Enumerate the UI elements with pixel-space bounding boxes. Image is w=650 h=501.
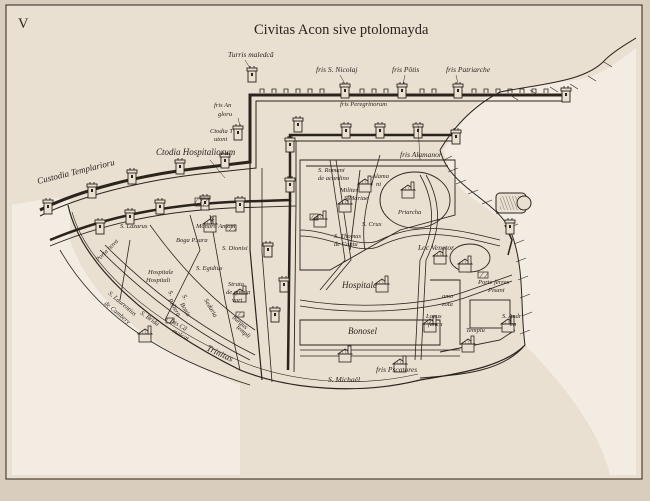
- label-s-lazarus: S. Lazarus: [120, 223, 148, 230]
- label-s-romani: S. Romani: [318, 167, 345, 174]
- label-porte-ferres-2: Pisani: [487, 287, 505, 294]
- label-de-cantuaria: de Cantu: [334, 241, 358, 248]
- label-fris-angloru-2: gloru: [218, 111, 233, 118]
- label-amo-zota-2: zota: [441, 301, 453, 308]
- plate-number: V: [18, 16, 29, 32]
- label-s-dionisi: S. Dionisi: [222, 245, 248, 252]
- label-templu: Templu: [466, 327, 486, 334]
- label-strata-2: de quinta: [226, 289, 250, 296]
- label-fris-alamanor: fris Alamanor: [400, 150, 442, 159]
- map-title: Civitas Acon sive ptolomayda: [254, 22, 429, 38]
- label-strata-1: Strata: [228, 281, 244, 288]
- label-s-andrea-1: S. Andr: [502, 313, 522, 320]
- harbor-tower: [495, 192, 532, 214]
- label-patriarcha: Priarcha: [397, 209, 421, 216]
- label-porte-ferres-1: Porte ferres: [477, 279, 509, 286]
- label-fris-s-nicolai: fris S. Nicolaj: [316, 65, 357, 74]
- label-hospitale-s-2: Hospitali: [145, 277, 170, 284]
- label-boga-p-sara: Boga P.sara: [176, 237, 208, 244]
- label-alama: Alama: [371, 173, 389, 180]
- sea: [12, 48, 636, 475]
- label-strata-3: vari: [232, 297, 243, 304]
- label-ctodia-teut-2: utoni: [214, 136, 228, 143]
- label-amo-zota-1: amo: [442, 293, 454, 300]
- label-s-egidius: S. Egidius: [196, 265, 223, 272]
- label-ctodia-hospitaliorum: Ctodia Hospitaliorum: [156, 147, 236, 157]
- label-bonosel: Bonosel: [348, 326, 377, 336]
- label-fris-potis: fris Pôtis: [392, 65, 419, 74]
- label-fris-angloru-1: fris An: [214, 102, 231, 109]
- label-ctodia-teut-1: Ctodia T: [210, 128, 233, 135]
- label-fris-pescatoris: fris Pscatores: [376, 365, 417, 374]
- label-monas-anton-2: Monaro Antoni: [195, 223, 236, 230]
- label-monas-anton-1: S.: [210, 215, 215, 222]
- label-s-bonis-1: S.: [180, 294, 189, 302]
- label-s-michael: S. Michaël: [328, 375, 360, 384]
- label-loc-venetor: Loc Venetor: [417, 243, 454, 252]
- label-fris-patriarche: fris Patriarche: [446, 65, 491, 74]
- label-s-thomas: S. Thomas: [334, 233, 362, 240]
- label-hospitale-s-1: Hospitale: [147, 269, 173, 276]
- label-ni: ni: [376, 181, 381, 188]
- label-s-mariae: S.Mariae: [344, 195, 368, 202]
- label-milites: Milites: [339, 187, 359, 194]
- label-de-acardino: de acardino: [318, 175, 350, 182]
- label-turris-maledicta: Turris maledcã: [228, 50, 274, 59]
- label-s-cruz: S. Crux: [362, 221, 382, 228]
- label-locus-1: Locus: [425, 313, 442, 320]
- label-s-andrea-2: ea: [510, 321, 516, 328]
- label-fris-peregrinorum: fris Peregrinorum: [340, 101, 387, 108]
- label-s-dum: S.: [166, 290, 175, 298]
- streets: [59, 154, 513, 386]
- south-coastline: [67, 204, 526, 390]
- label-hospitale: Hospitale: [341, 280, 377, 290]
- label-locus-2: fanca: [428, 321, 442, 328]
